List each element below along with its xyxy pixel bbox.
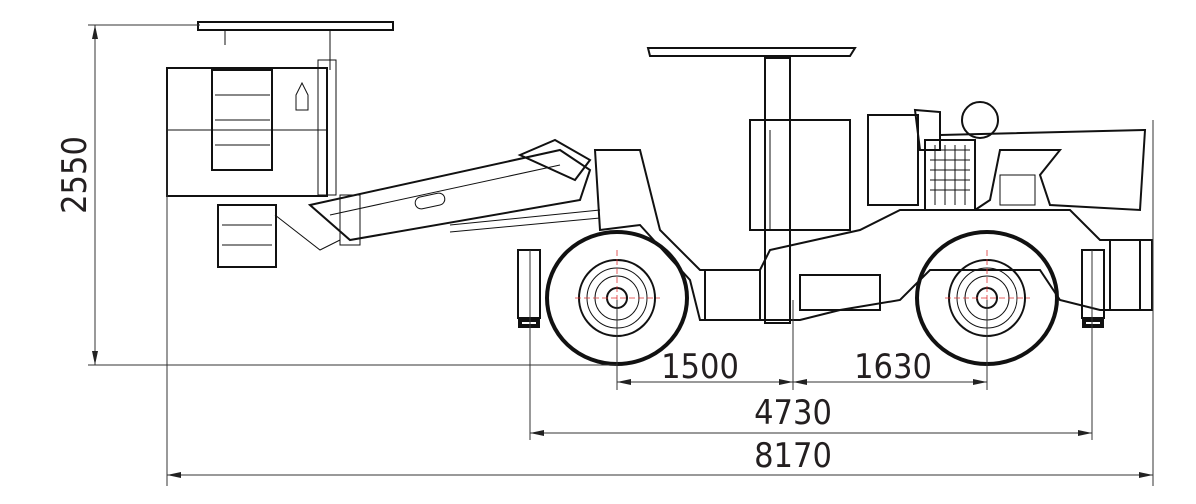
- front-wheelbase-dimension-label: 1500: [661, 347, 739, 387]
- work-basket: [166, 21, 394, 268]
- overall-length-dimension-label: 8170: [754, 436, 832, 476]
- dimension-lines: [88, 24, 1154, 486]
- chassis: [593, 47, 1147, 324]
- outrigger-rear: [1081, 239, 1153, 328]
- boom: [274, 138, 601, 251]
- rear-wheelbase-dimension-label: 1630: [854, 347, 932, 387]
- height-dimension-label: 2550: [55, 136, 95, 214]
- outrigger-span-dimension-label: 4730: [754, 393, 832, 433]
- machine-outline: [166, 21, 1153, 366]
- outrigger-front: [517, 249, 541, 328]
